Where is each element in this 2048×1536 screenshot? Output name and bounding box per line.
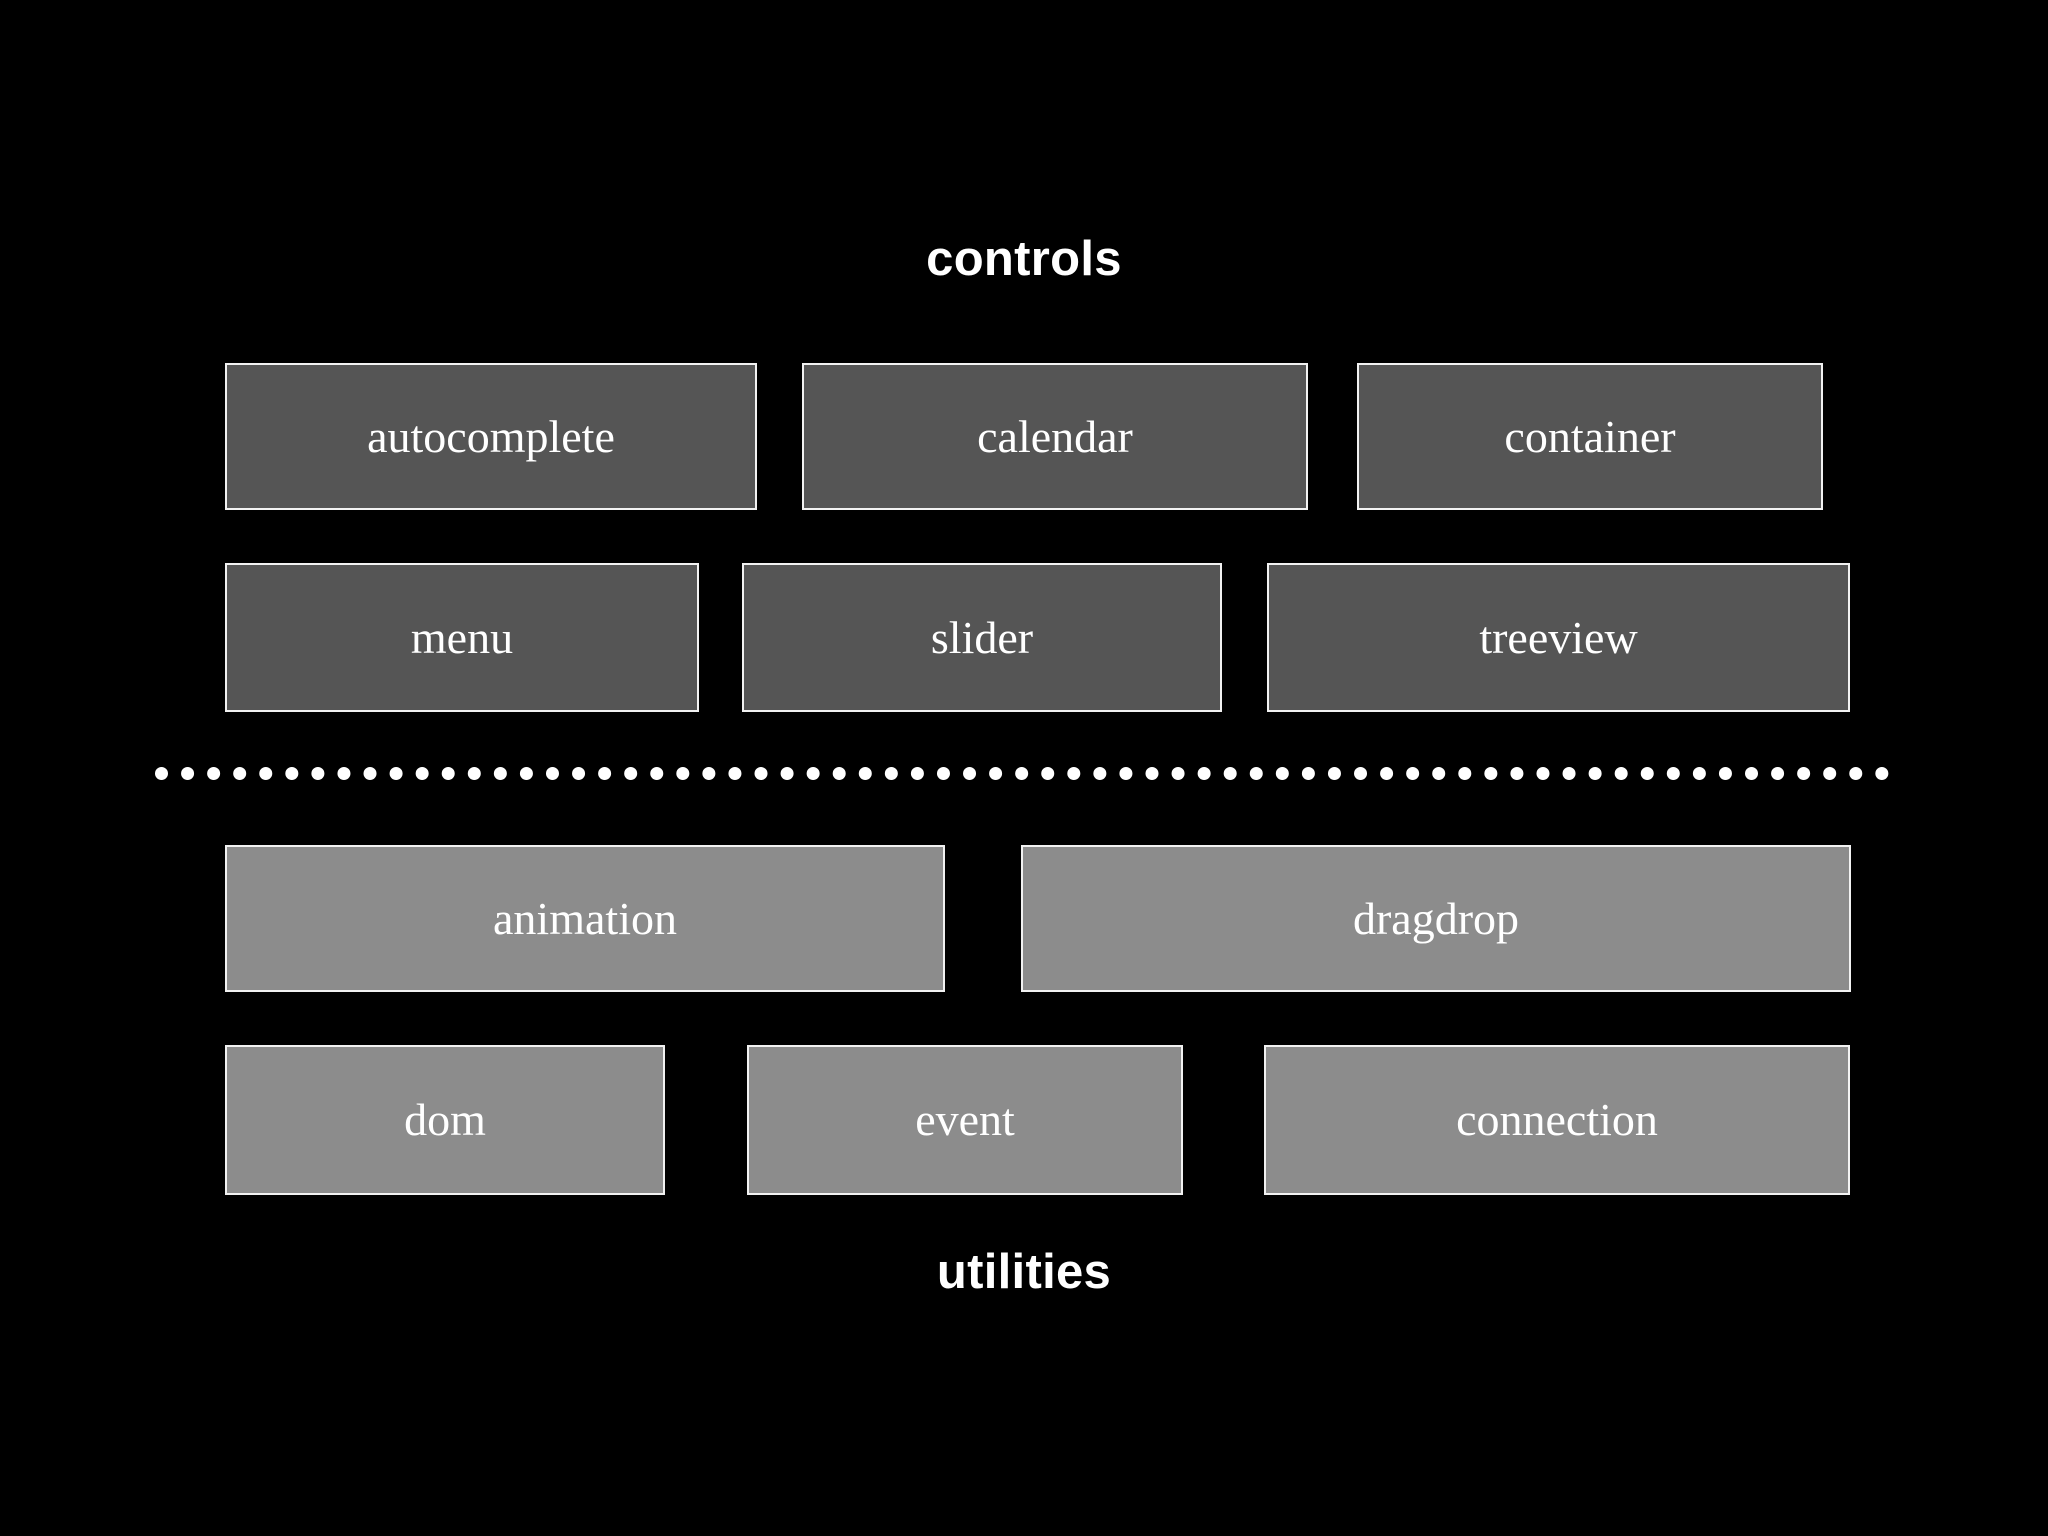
node-treeview[interactable]: treeview bbox=[1267, 563, 1850, 712]
cluster-title-utilities: utilities bbox=[936, 1245, 1112, 1299]
cluster-title-controls: controls bbox=[926, 232, 1122, 286]
node-container[interactable]: container bbox=[1357, 363, 1823, 510]
node-connection[interactable]: connection bbox=[1264, 1045, 1850, 1195]
node-event[interactable]: event bbox=[747, 1045, 1183, 1195]
node-slider[interactable]: slider bbox=[742, 563, 1222, 712]
node-calendar[interactable]: calendar bbox=[802, 363, 1308, 510]
node-animation[interactable]: animation bbox=[225, 845, 945, 992]
node-autocomplete[interactable]: autocomplete bbox=[225, 363, 757, 510]
node-dom[interactable]: dom bbox=[225, 1045, 665, 1195]
node-dragdrop[interactable]: dragdrop bbox=[1021, 845, 1851, 992]
node-menu[interactable]: menu bbox=[225, 563, 699, 712]
cluster-separator-dotted-line bbox=[155, 767, 1889, 780]
